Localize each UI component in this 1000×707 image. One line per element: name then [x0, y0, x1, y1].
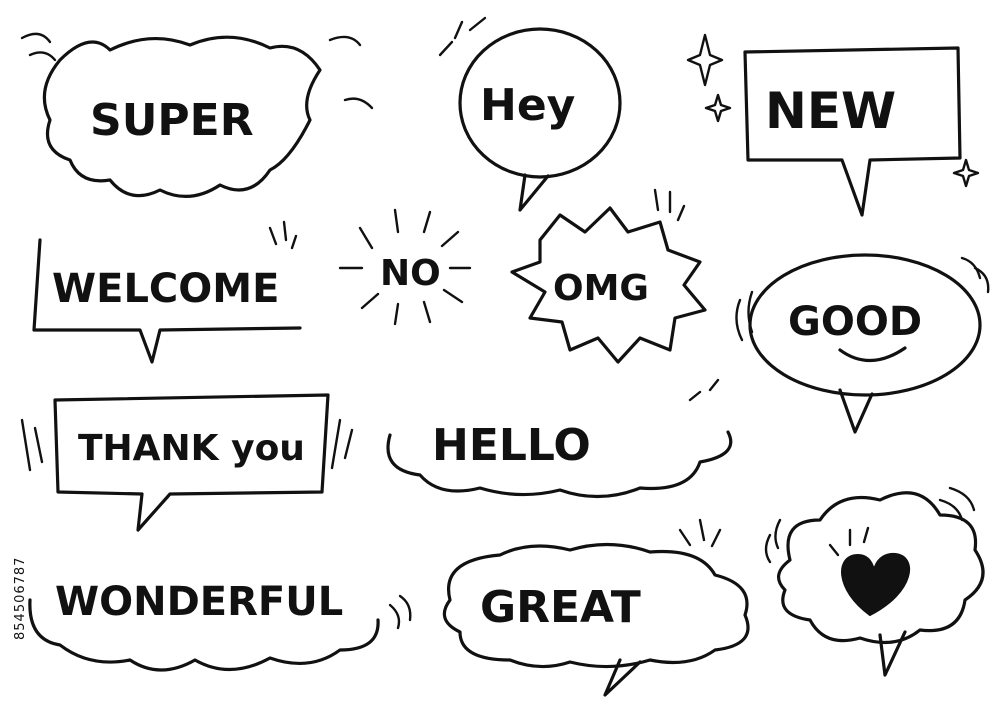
super-bubble: SUPER — [20, 32, 374, 199]
no-text: NO — [380, 253, 441, 294]
hey-text: Hey — [480, 80, 575, 131]
sparkle-icon — [952, 158, 980, 188]
good-text: GOOD — [788, 299, 922, 345]
burst-lines-icon — [828, 526, 870, 557]
smile-icon — [838, 346, 907, 363]
hello-text: HELLO — [432, 420, 591, 471]
burst-lines-icon — [20, 418, 354, 472]
sparkle-icon — [704, 93, 732, 123]
new-text: NEW — [765, 82, 896, 140]
wonderful-text: WONDERFUL — [55, 579, 343, 625]
thank-you-bubble: THANK you — [20, 393, 354, 532]
super-text: SUPER — [90, 95, 254, 146]
welcome-text: WELCOME — [52, 266, 279, 312]
burst-lines-icon — [438, 16, 487, 57]
good-bubble: GOOD — [735, 253, 990, 434]
heart-icon — [841, 552, 911, 617]
burst-lines-icon — [678, 518, 722, 548]
thank-you-text: THANK you — [78, 428, 305, 469]
burst-lines-icon — [653, 188, 686, 222]
omg-text: OMG — [553, 268, 649, 309]
no-bubble: NO — [338, 208, 472, 326]
stock-id-text: 854506787 — [13, 557, 28, 640]
welcome-bubble: WELCOME — [32, 220, 302, 364]
burst-lines-icon — [338, 208, 472, 326]
great-text: GREAT — [480, 582, 641, 633]
omg-bubble: OMG — [510, 188, 707, 364]
new-bubble: NEW — [686, 33, 980, 217]
hello-bubble: HELLO — [386, 378, 733, 499]
hey-bubble: Hey — [438, 16, 622, 212]
burst-lines-icon — [268, 220, 298, 250]
sparkle-icon — [686, 33, 724, 87]
great-bubble: GREAT — [442, 518, 750, 697]
heart-cloud-bubble — [764, 486, 985, 677]
burst-lines-icon — [735, 256, 990, 342]
wonderful-bubble: WONDERFUL — [28, 579, 412, 672]
